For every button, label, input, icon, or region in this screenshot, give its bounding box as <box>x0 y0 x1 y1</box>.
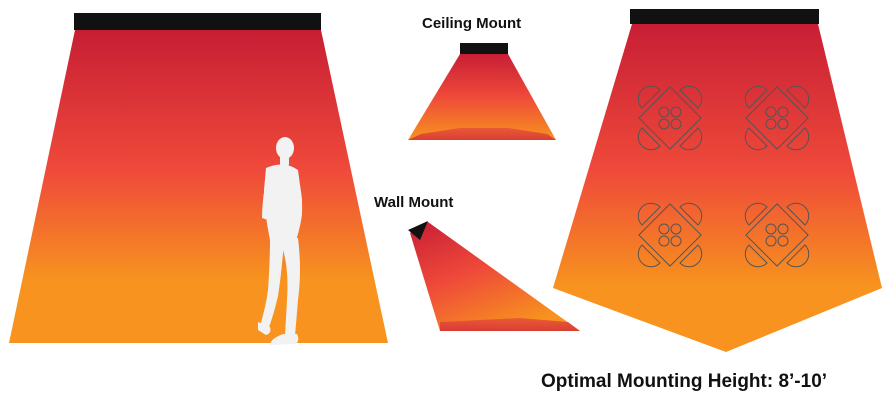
heat-area-top-view <box>553 24 882 352</box>
heat-cone-ceiling-mount <box>408 54 556 140</box>
floor-heat-area-wall <box>440 318 580 331</box>
heat-cone-wall-mount <box>410 222 580 331</box>
heater-bar-ceiling-mount <box>460 43 508 54</box>
heat-cone-side-view <box>9 30 388 343</box>
ceiling-mount-diagram <box>408 43 556 140</box>
person-silhouette-icon <box>258 137 303 345</box>
wall-mount-label: Wall Mount <box>374 194 454 211</box>
side-view-panel <box>9 13 388 345</box>
wall-mount-diagram <box>408 221 580 331</box>
heater-bar-side-view <box>74 13 321 30</box>
top-view-panel <box>553 9 882 352</box>
floor-heat-area-ceiling <box>408 128 556 140</box>
heater-bar-top-view <box>630 9 819 24</box>
ceiling-mount-label: Ceiling Mount <box>422 15 522 32</box>
heater-wall-mount <box>408 221 428 240</box>
optimal-mounting-height-label: Optimal Mounting Height: 8’-10’ <box>541 371 828 392</box>
